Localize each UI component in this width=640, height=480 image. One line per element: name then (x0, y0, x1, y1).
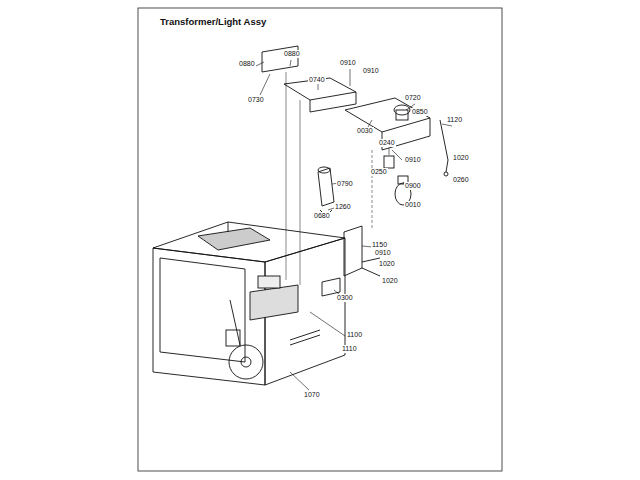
callout-number: 0910 (404, 156, 422, 164)
motor-0790 (318, 168, 334, 206)
callout-number: 0030 (356, 127, 374, 135)
callout-number: 0900 (404, 182, 422, 190)
callout-number: 0910 (339, 59, 357, 67)
callout-number: 0740 (308, 76, 326, 84)
callout-number: 1260 (334, 203, 352, 211)
connector-0260 (444, 172, 448, 176)
callout-number: 1020 (381, 277, 399, 285)
page-frame (138, 8, 502, 471)
leader-lines (256, 60, 452, 390)
top-component (198, 228, 270, 250)
transformer-top (258, 276, 280, 288)
callout-number: 1150 (371, 241, 388, 249)
assembly-axis (300, 100, 301, 285)
transformer (250, 285, 298, 320)
assembly-axis (372, 150, 373, 230)
fan-blade (229, 345, 263, 379)
cavity-opening (160, 258, 245, 362)
callout-number: 0910 (362, 67, 380, 75)
callout-number: 0720 (404, 94, 422, 102)
callout-number: 0240 (378, 139, 396, 147)
callout-number: 1020 (378, 260, 396, 268)
vent (290, 335, 320, 345)
cabinet-front (153, 248, 265, 385)
callout-number: 0300 (336, 294, 354, 302)
callout-number: 1070 (303, 391, 321, 399)
callout-number: 0730 (247, 96, 265, 104)
callout-number: 1120 (446, 116, 463, 124)
socket-top (396, 110, 408, 120)
motor-end (318, 167, 330, 173)
socket-0250 (384, 156, 394, 168)
plate-1150 (344, 226, 362, 276)
wire (230, 300, 240, 345)
callout-number: 0880 (283, 50, 301, 58)
cabinet-top (153, 222, 345, 262)
callout-number: 0910 (374, 249, 392, 257)
callout-number: 0260 (452, 176, 470, 184)
callout-number: 0850 (411, 108, 429, 116)
callout-number: 0680 (313, 212, 331, 220)
fan-hub (241, 357, 251, 367)
callout-number: 0010 (404, 201, 422, 209)
callout-number: 0880 (238, 60, 256, 68)
callout-number: 0250 (370, 168, 388, 176)
callout-number: 1110 (341, 345, 358, 353)
assembly-axis (286, 72, 287, 280)
wire-1020 (440, 120, 448, 172)
vent (290, 330, 320, 340)
capacitor (226, 330, 240, 346)
diagram-title: Transformer/Light Assy (160, 16, 266, 27)
edge (228, 222, 229, 232)
wire (362, 268, 380, 276)
parts-drawing (138, 8, 502, 471)
callout-number: 0790 (336, 180, 354, 188)
callout-number: 1020 (452, 154, 470, 162)
callout-number: 1100 (346, 331, 363, 339)
